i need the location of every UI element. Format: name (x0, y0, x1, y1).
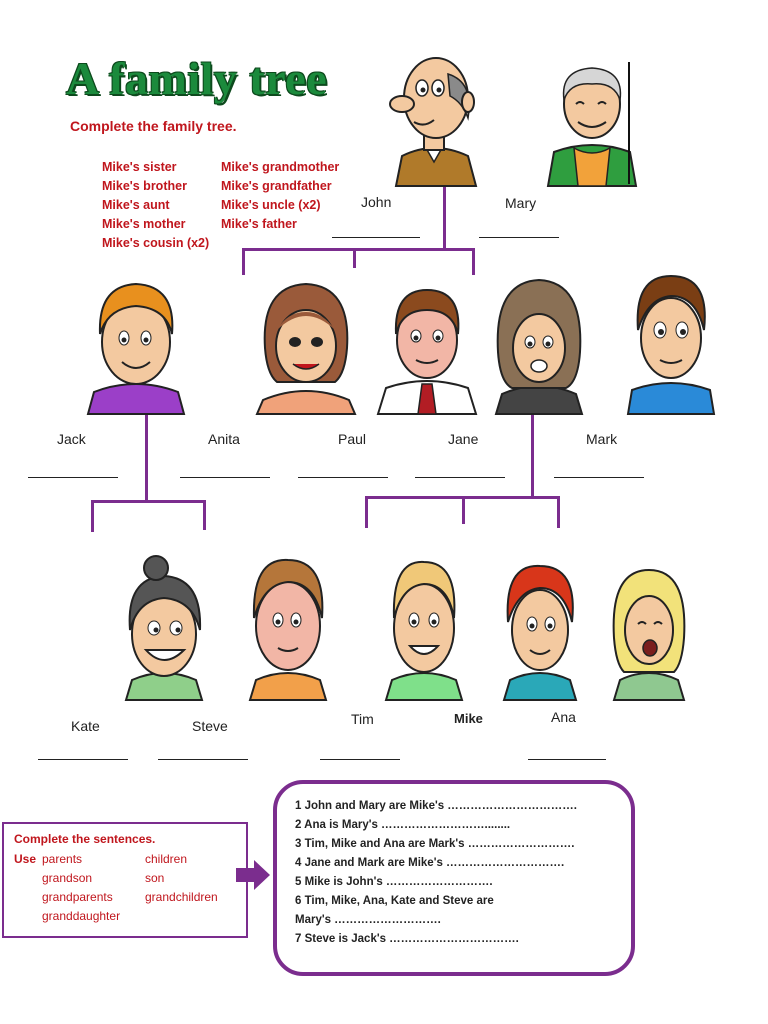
tree-line (557, 496, 560, 528)
questions-box: 1 John and Mary are Mike's ……………………………. … (273, 780, 635, 976)
name-mike: Mike (454, 711, 483, 726)
word-grandparents: grandparents (42, 890, 113, 904)
word-item: Mike's grandfather (221, 179, 332, 193)
tree-line (353, 248, 356, 268)
name-tim: Tim (351, 711, 374, 727)
answer-blank[interactable] (28, 477, 118, 478)
word-son: son (145, 871, 165, 885)
sentences-heading: Complete the sentences. (14, 832, 156, 846)
person-ana-illustration (612, 568, 686, 701)
question-7: 7 Steve is Jack's ……………………………. (295, 933, 519, 945)
question-4: 4 Jane and Mark are Mike's …………………………. (295, 857, 565, 869)
tree-line (145, 412, 148, 502)
word-granddaughter: granddaughter (42, 909, 121, 923)
tree-line (472, 248, 475, 275)
arrow-right-icon (236, 860, 270, 890)
answer-blank[interactable] (528, 759, 606, 760)
word-bank-right: Mike's grandmother Mike's grandfather Mi… (221, 158, 339, 234)
tree-line (242, 248, 245, 275)
question-2: 2 Ana is Mary's ………………………........ (295, 819, 511, 831)
word-grandson: grandson (42, 871, 93, 885)
answer-blank[interactable] (415, 477, 505, 478)
tree-line (462, 496, 465, 524)
name-john: John (361, 194, 392, 210)
grandfather-john-illustration (389, 57, 478, 187)
word-item: Mike's sister (102, 160, 177, 174)
name-anita: Anita (208, 431, 240, 447)
name-mark: Mark (586, 431, 618, 447)
tree-line (365, 496, 368, 528)
tree-line (203, 500, 206, 530)
tree-line (91, 500, 206, 503)
tree-line (531, 412, 534, 498)
person-paul-illustration (376, 288, 478, 415)
name-steve: Steve (192, 718, 228, 734)
name-kate: Kate (71, 718, 100, 734)
word-item: Mike's uncle (x2) (221, 198, 321, 212)
person-steve-illustration (248, 558, 328, 701)
question-6-cont: Mary's ………………………. (295, 914, 441, 926)
divider (628, 62, 630, 184)
person-tim-illustration (384, 560, 464, 701)
word-item: Mike's mother (102, 217, 186, 231)
grandmother-mary-illustration (546, 67, 638, 187)
word-parents: parents (42, 852, 83, 866)
question-3: 3 Tim, Mike and Ana are Mark's ………………………… (295, 838, 575, 850)
question-1: 1 John and Mary are Mike's ……………………………. (295, 800, 577, 812)
word-item: Mike's father (221, 217, 297, 231)
question-5: 5 Mike is John's ………………………. (295, 876, 493, 888)
tree-line (242, 248, 475, 251)
person-jack-illustration (86, 282, 186, 415)
word-item: Mike's grandmother (221, 160, 340, 174)
tree-line (443, 185, 446, 250)
person-kate-illustration (124, 555, 204, 701)
name-paul: Paul (338, 431, 367, 447)
word-item: Mike's aunt (102, 198, 170, 212)
word-item: Mike's brother (102, 179, 187, 193)
word-grandchildren: grandchildren (145, 890, 218, 904)
answer-blank[interactable] (180, 477, 270, 478)
word-item: Mike's cousin (x2) (102, 236, 210, 250)
person-mark-illustration (626, 274, 716, 415)
answer-blank[interactable] (554, 477, 644, 478)
person-jane-illustration (494, 278, 584, 415)
page-title: A family tree (66, 53, 328, 104)
answer-blank[interactable] (38, 759, 128, 760)
answer-blank[interactable] (332, 237, 420, 238)
person-anita-illustration (255, 282, 357, 415)
sentences-word-box: Complete the sentences. Use parents chil… (2, 822, 248, 938)
word-children: children (145, 852, 188, 866)
answer-blank[interactable] (158, 759, 248, 760)
word-bank-left: Mike's sister Mike's brother Mike's aunt… (102, 158, 209, 253)
use-label: Use (14, 852, 37, 866)
person-mike-illustration (502, 564, 578, 701)
tree-line (91, 500, 94, 532)
answer-blank[interactable] (479, 237, 559, 238)
name-ana: Ana (551, 709, 576, 725)
answer-blank[interactable] (298, 477, 388, 478)
name-mary: Mary (505, 195, 537, 211)
name-jack: Jack (57, 431, 86, 447)
answer-blank[interactable] (320, 759, 400, 760)
instruction: Complete the family tree. (70, 118, 237, 134)
name-jane: Jane (448, 431, 479, 447)
question-6: 6 Tim, Mike, Ana, Kate and Steve are (295, 895, 494, 907)
